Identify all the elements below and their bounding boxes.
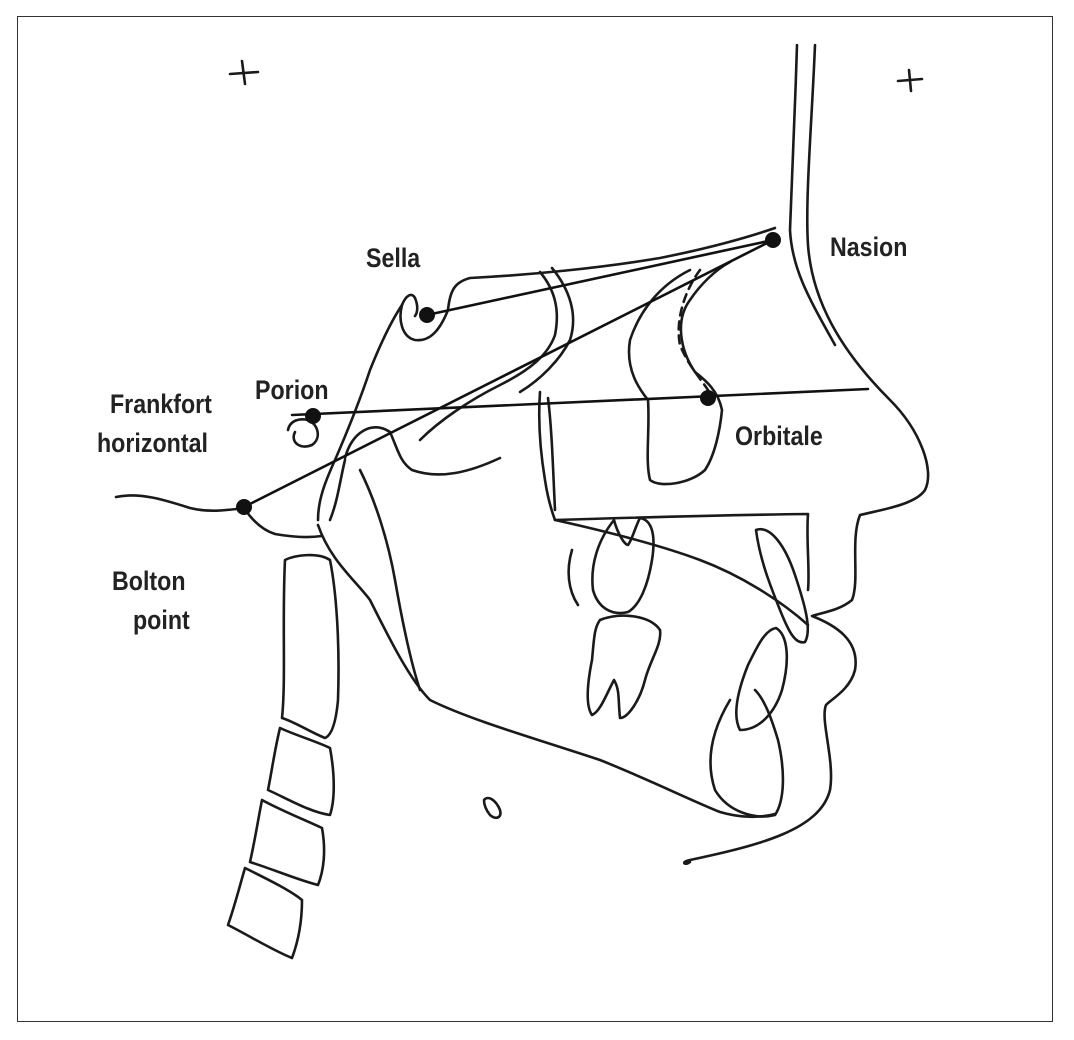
occipital-base	[114, 494, 324, 539]
frankfort-label-line1: Frankfort	[110, 389, 212, 419]
soft-tissue-profile	[682, 43, 930, 865]
palate-line	[546, 396, 557, 512]
ear-rod	[286, 418, 320, 448]
clivus	[316, 303, 404, 522]
porion-label: Porion	[255, 375, 329, 405]
upper-incisor	[754, 527, 810, 644]
nasion-point	[765, 232, 781, 248]
vertebra-c2	[280, 553, 340, 740]
sphenoid-wing	[518, 266, 575, 394]
upper-molar	[591, 516, 655, 615]
sella-point	[419, 307, 435, 323]
bolton-label-line1: Bolton	[112, 566, 186, 596]
frankfort-horizontal-line	[290, 387, 870, 417]
lower-incisor	[734, 626, 789, 732]
zygomatic-arch	[343, 426, 502, 476]
registration-cross-right	[896, 68, 924, 93]
sella-nasion-line	[425, 238, 775, 317]
bolton-label-line2: point	[133, 605, 190, 635]
nasion-label: Nasion	[830, 232, 908, 262]
condyle	[328, 458, 347, 522]
figure-frame	[17, 16, 1053, 1022]
bolton-point	[236, 499, 252, 515]
mandibular-symphysis	[709, 688, 785, 818]
lower-molar	[586, 614, 662, 720]
maxilla-outline	[537, 390, 810, 592]
vertebra-c5	[226, 866, 304, 960]
ramus	[358, 468, 422, 692]
registration-cross-left	[228, 59, 260, 86]
vertebra-c3	[266, 726, 336, 817]
sella-label: Sella	[366, 243, 421, 273]
frankfort-label-line2: horizontal	[97, 428, 208, 458]
bolton-nasion-line	[242, 238, 775, 509]
pterygoid-plate	[418, 270, 559, 442]
premolar-trace	[567, 548, 580, 607]
orbit-inner-dashed	[677, 268, 710, 392]
vertebra-c4	[248, 798, 326, 887]
nasal-bone	[788, 43, 837, 347]
orbitale-label: Orbitale	[735, 421, 823, 451]
anterior-cranial-base	[446, 226, 777, 312]
hyoid	[482, 796, 502, 820]
orbitale-point	[700, 390, 716, 406]
porion-point	[305, 408, 321, 424]
mandible-outline	[316, 523, 777, 819]
orbit-rim	[627, 260, 732, 486]
